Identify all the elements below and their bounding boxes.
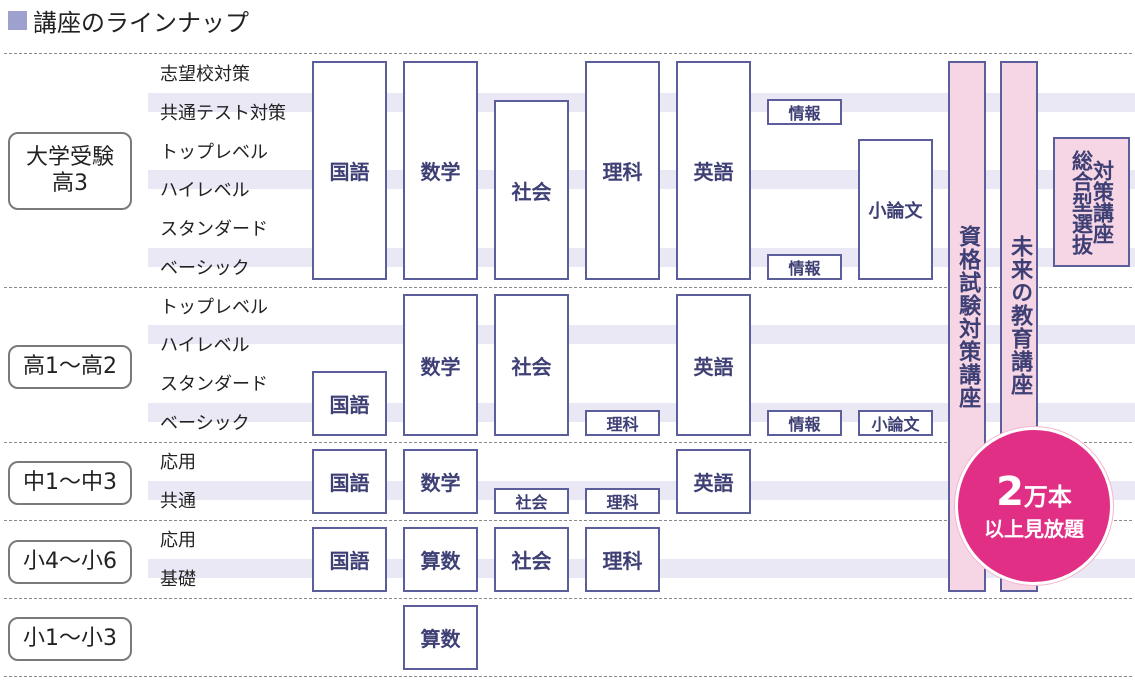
section-divider <box>4 676 1132 677</box>
course-kokugo-hs12[interactable]: 国語 <box>312 371 387 436</box>
grade-hs3: 大学受験 高3 <box>8 132 132 210</box>
course-sogo-label-2: 対策講座 <box>1090 160 1115 244</box>
level-label: 共通テスト対策 <box>160 103 286 124</box>
badge-caption: 以上見放題 <box>984 516 1084 541</box>
title-square-icon <box>8 10 27 30</box>
level-label: 基礎 <box>160 569 196 590</box>
page-title: 講座のラインナップ <box>8 5 249 37</box>
level-label: スタンダード <box>160 219 268 240</box>
level-label: トップレベル <box>160 297 268 318</box>
section-divider <box>4 287 1132 288</box>
page-title-text: 講座のラインナップ <box>33 8 249 37</box>
level-label: スタンダード <box>160 374 268 395</box>
course-sansu-el13[interactable]: 算数 <box>403 605 478 670</box>
level-label: 共通 <box>160 491 196 512</box>
row-stripe <box>148 325 1135 344</box>
course-rika-hs12[interactable]: 理科 <box>585 410 660 436</box>
course-rika-hs3[interactable]: 理科 <box>585 61 660 280</box>
level-label: トップレベル <box>160 142 268 163</box>
badge-count: 2 <box>996 468 1024 515</box>
level-label: ベーシック <box>160 413 250 434</box>
grade-hs12: 高1〜高2 <box>8 345 132 389</box>
course-sansu-el46[interactable]: 算数 <box>403 527 478 592</box>
course-kokugo-el46[interactable]: 国語 <box>312 527 387 592</box>
course-kokugo-jh[interactable]: 国語 <box>312 449 387 514</box>
course-rika-el46[interactable]: 理科 <box>585 527 660 592</box>
section-divider <box>4 53 1132 54</box>
count-badge: 2万本 以上見放題 <box>955 427 1113 585</box>
course-shakai-hs3[interactable]: 社会 <box>494 100 569 280</box>
grade-jh: 中1〜中3 <box>8 461 132 505</box>
course-kokugo-hs3[interactable]: 国語 <box>312 61 387 280</box>
course-eigo-hs12[interactable]: 英語 <box>676 294 751 436</box>
badge-unit: 万本 <box>1023 482 1072 511</box>
course-eigo-hs3[interactable]: 英語 <box>676 61 751 280</box>
course-shikaku-label: 資格試験対策講座 <box>955 225 981 409</box>
course-johou-hs12[interactable]: 情報 <box>767 410 842 436</box>
grade-el46: 小4〜小6 <box>8 540 132 584</box>
course-shakai-jh[interactable]: 社会 <box>494 488 569 514</box>
course-sogo-label-1: 総合型選抜 <box>1069 149 1094 255</box>
course-sugaku-hs12[interactable]: 数学 <box>403 294 478 436</box>
course-sogo[interactable]: 総合型選抜 対策講座 <box>1053 137 1130 267</box>
course-eigo-jh[interactable]: 英語 <box>676 449 751 514</box>
section-divider <box>4 442 1132 443</box>
course-rika-jh[interactable]: 理科 <box>585 488 660 514</box>
level-label: 応用 <box>160 452 196 473</box>
course-shoronbun-hs12[interactable]: 小論文 <box>858 410 933 436</box>
course-mirai-label: 未来の教育講座 <box>1007 235 1033 396</box>
level-label: ハイレベル <box>160 180 250 201</box>
course-johou-hs3-common[interactable]: 情報 <box>767 99 842 125</box>
section-divider <box>4 598 1132 599</box>
section-divider <box>4 520 1132 521</box>
course-shakai-hs12[interactable]: 社会 <box>494 294 569 436</box>
level-label: 志望校対策 <box>160 64 250 85</box>
course-sugaku-hs3[interactable]: 数学 <box>403 61 478 280</box>
level-label: ベーシック <box>160 258 250 279</box>
level-label: 応用 <box>160 530 196 551</box>
course-shoronbun-hs3[interactable]: 小論文 <box>858 139 933 280</box>
course-shakai-el46[interactable]: 社会 <box>494 527 569 592</box>
level-label: ハイレベル <box>160 335 250 356</box>
course-johou-hs3-basic[interactable]: 情報 <box>767 254 842 280</box>
grade-el13: 小1〜小3 <box>8 617 132 661</box>
course-sugaku-jh[interactable]: 数学 <box>403 449 478 514</box>
